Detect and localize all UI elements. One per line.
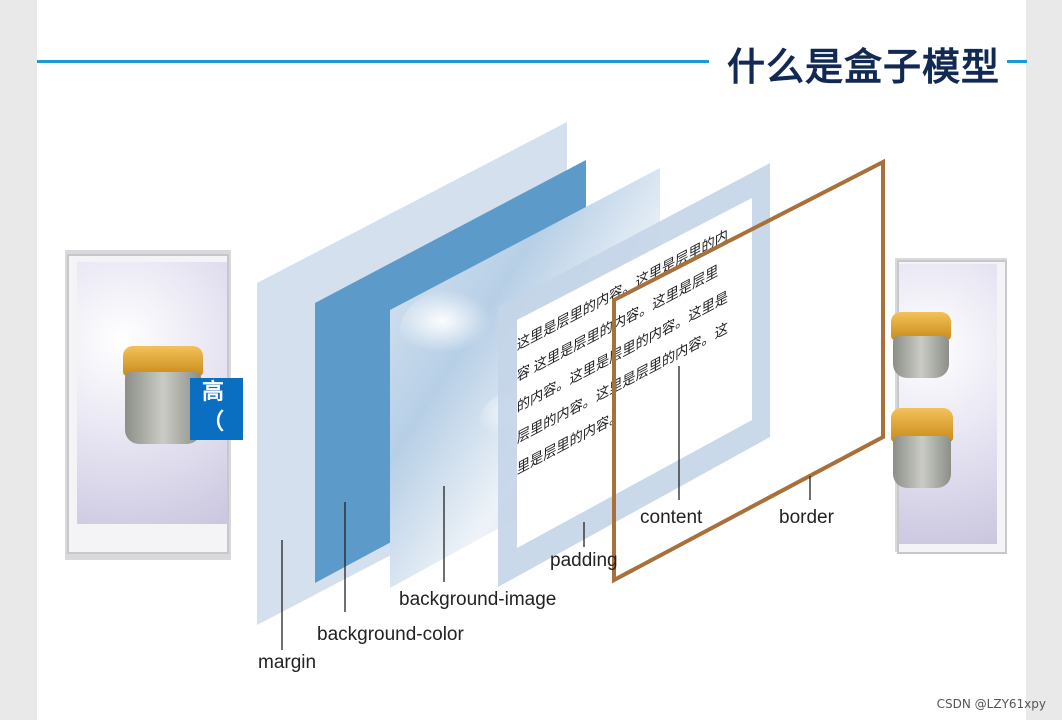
accent-rule-right: [1007, 60, 1027, 63]
border-layer: [612, 158, 885, 584]
right-product-photo: [891, 258, 1007, 554]
slide-title: 什么是盒子模型: [727, 45, 1001, 89]
padding-label: padding: [550, 550, 618, 571]
accent-rule-left: [37, 60, 709, 63]
tag-line-1: 高: [202, 380, 225, 405]
border-label: border: [779, 507, 835, 528]
slide: 什么是盒子模型 高 （: [37, 0, 1027, 720]
leader-lines: [281, 366, 811, 650]
blue-label-tag: 高 （: [190, 378, 243, 440]
watermark-credit: CSDN @LZY61xpy: [936, 697, 1046, 711]
content-area: [517, 198, 752, 548]
background-color-label: background-color: [317, 624, 464, 645]
content-label: content: [640, 507, 703, 528]
tag-line-2: （: [202, 410, 225, 435]
background-image-label: background-image: [399, 589, 556, 610]
margin-label: margin: [258, 652, 316, 673]
box-model-diagram: 这里是层里的内容。这里是层里的内 容 这里是层里的内容。这里是层里 的内容。这里…: [257, 122, 885, 673]
